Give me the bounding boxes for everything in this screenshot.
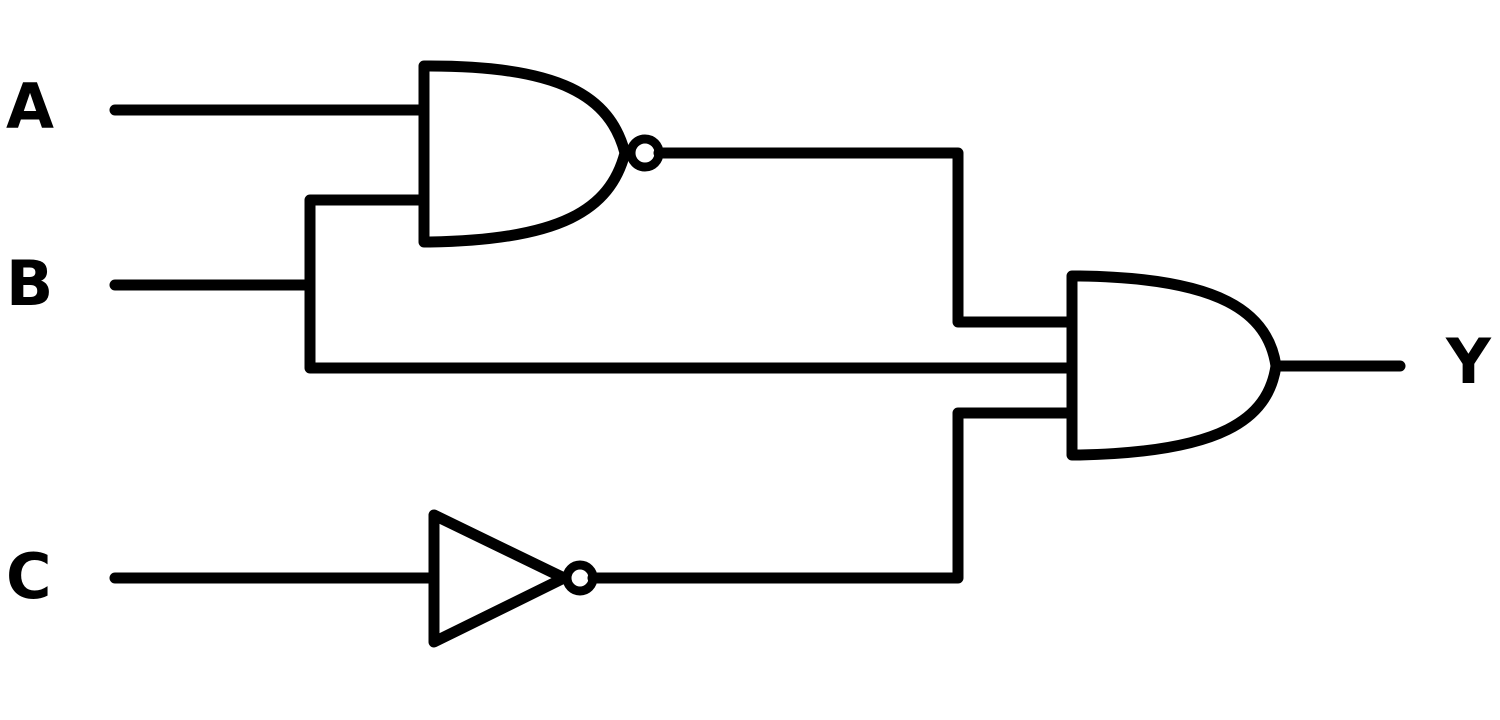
wire-not-out	[587, 407, 1078, 584]
nand-gate	[418, 60, 631, 248]
output-label-y: Y	[1445, 325, 1492, 398]
input-label-a: A	[6, 70, 54, 143]
not-gate	[428, 509, 570, 648]
wire-b-branch	[304, 194, 1078, 374]
and-gate	[1066, 270, 1282, 461]
input-label-b: B	[6, 247, 53, 320]
wire-nand-out	[653, 147, 1078, 328]
input-label-c: C	[6, 540, 52, 613]
